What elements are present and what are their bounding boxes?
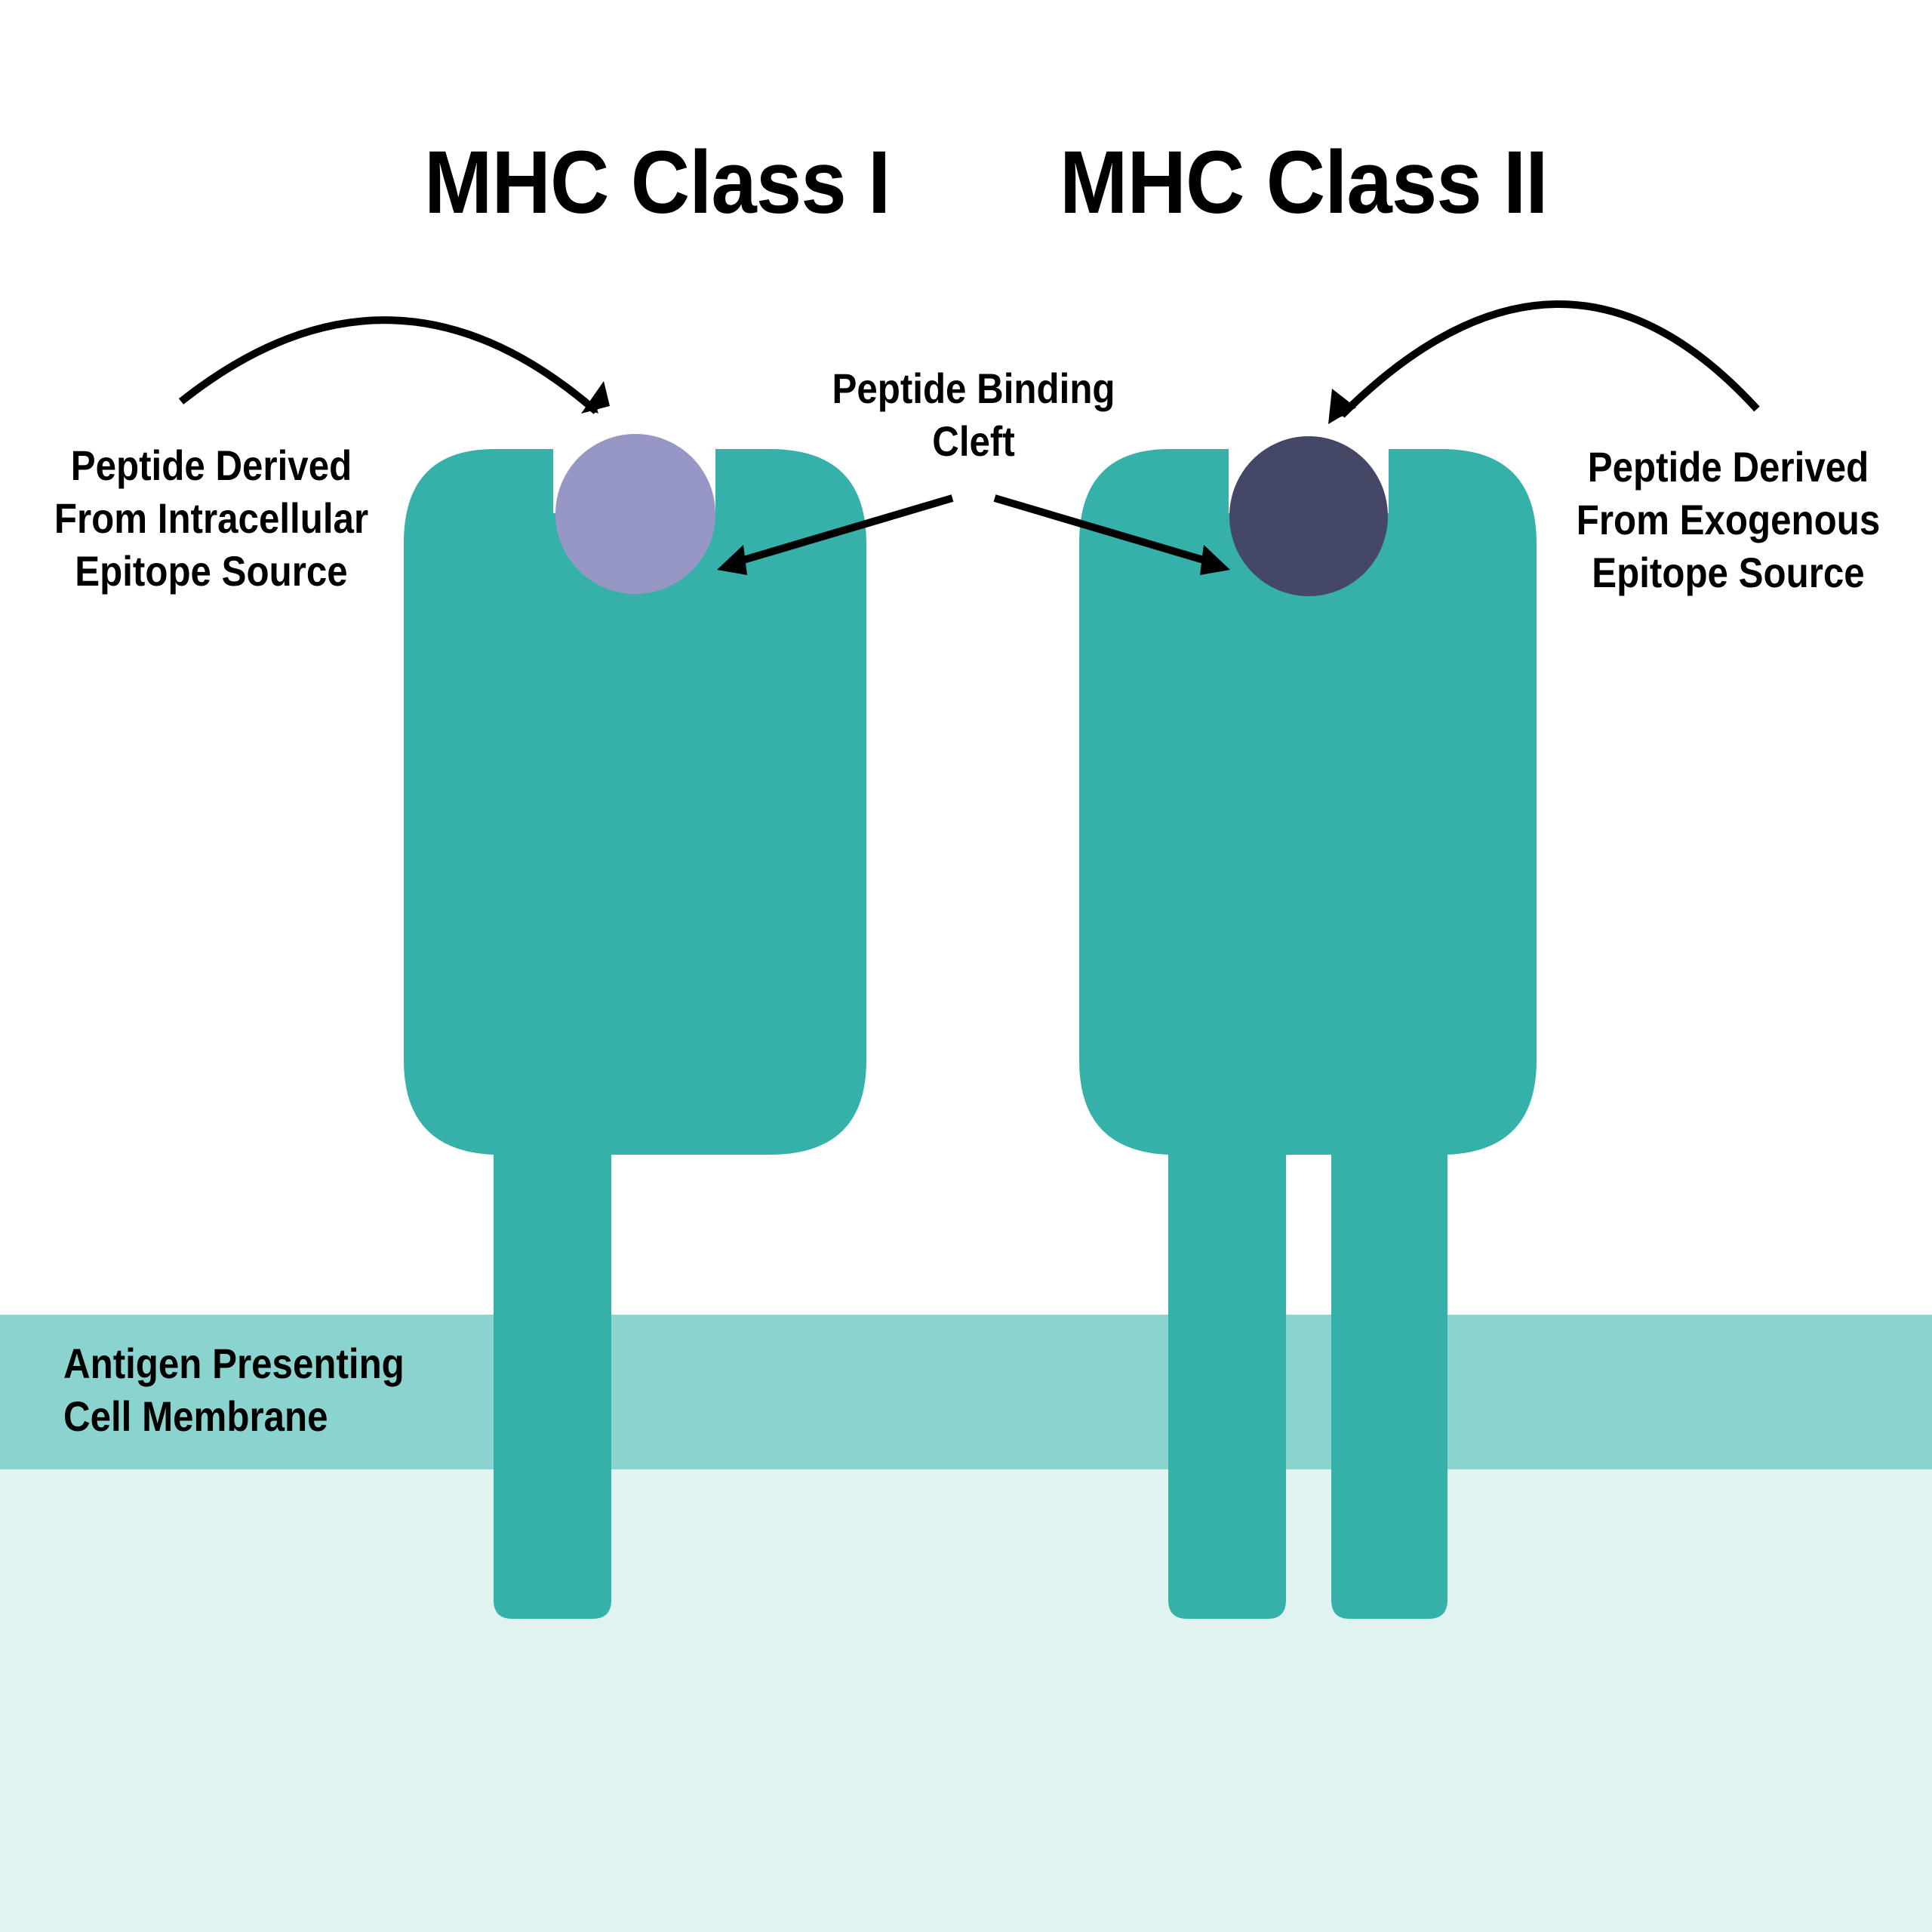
mhc-class-one-body bbox=[404, 449, 866, 1619]
label-line: Peptide Binding bbox=[832, 365, 1115, 412]
label-binding-cleft: Peptide Binding Cleft bbox=[801, 362, 1146, 468]
peptide-intracellular bbox=[555, 434, 715, 594]
cell-membrane bbox=[0, 1315, 1932, 1469]
label-exogenous-source: Peptide Derived From Exogenous Epitope S… bbox=[1555, 441, 1901, 599]
label-line: Cleft bbox=[932, 417, 1015, 465]
label-line: Antigen Presenting bbox=[63, 1340, 405, 1387]
label-line: Epitope Source bbox=[75, 547, 348, 595]
cleft-arrow-right-icon bbox=[993, 494, 1222, 568]
label-line: From Intracellular bbox=[54, 494, 369, 542]
label-cell-membrane: Antigen Presenting Cell Membrane bbox=[63, 1337, 405, 1443]
mhc-class-two-body bbox=[1079, 449, 1537, 1619]
label-line: Cell Membrane bbox=[63, 1392, 328, 1440]
intracellular-arrow-icon bbox=[178, 316, 599, 414]
arrowhead-icon bbox=[1200, 545, 1230, 575]
cleft-arrow-left-icon bbox=[725, 494, 954, 568]
arrowhead-icon bbox=[1328, 389, 1356, 424]
mhc-class-two-molecule bbox=[1079, 436, 1537, 1619]
arrowhead-icon bbox=[717, 545, 747, 575]
label-line: Peptide Derived bbox=[70, 441, 352, 489]
exogenous-arrow-icon bbox=[1339, 300, 1760, 418]
title-mhc-class-one: MHC Class I bbox=[424, 133, 891, 232]
label-line: From Exogenous bbox=[1576, 496, 1881, 543]
cytoplasm-region bbox=[0, 1469, 1932, 1932]
label-line: Epitope Source bbox=[1592, 549, 1865, 596]
arrowhead-icon bbox=[581, 381, 610, 414]
mhc-class-one-molecule bbox=[404, 434, 866, 1619]
label-line: Peptide Derived bbox=[1587, 443, 1869, 491]
label-intracellular-source: Peptide Derived From Intracellular Epito… bbox=[38, 439, 384, 598]
peptide-exogenous bbox=[1229, 436, 1388, 596]
title-mhc-class-two: MHC Class II bbox=[1060, 133, 1548, 232]
